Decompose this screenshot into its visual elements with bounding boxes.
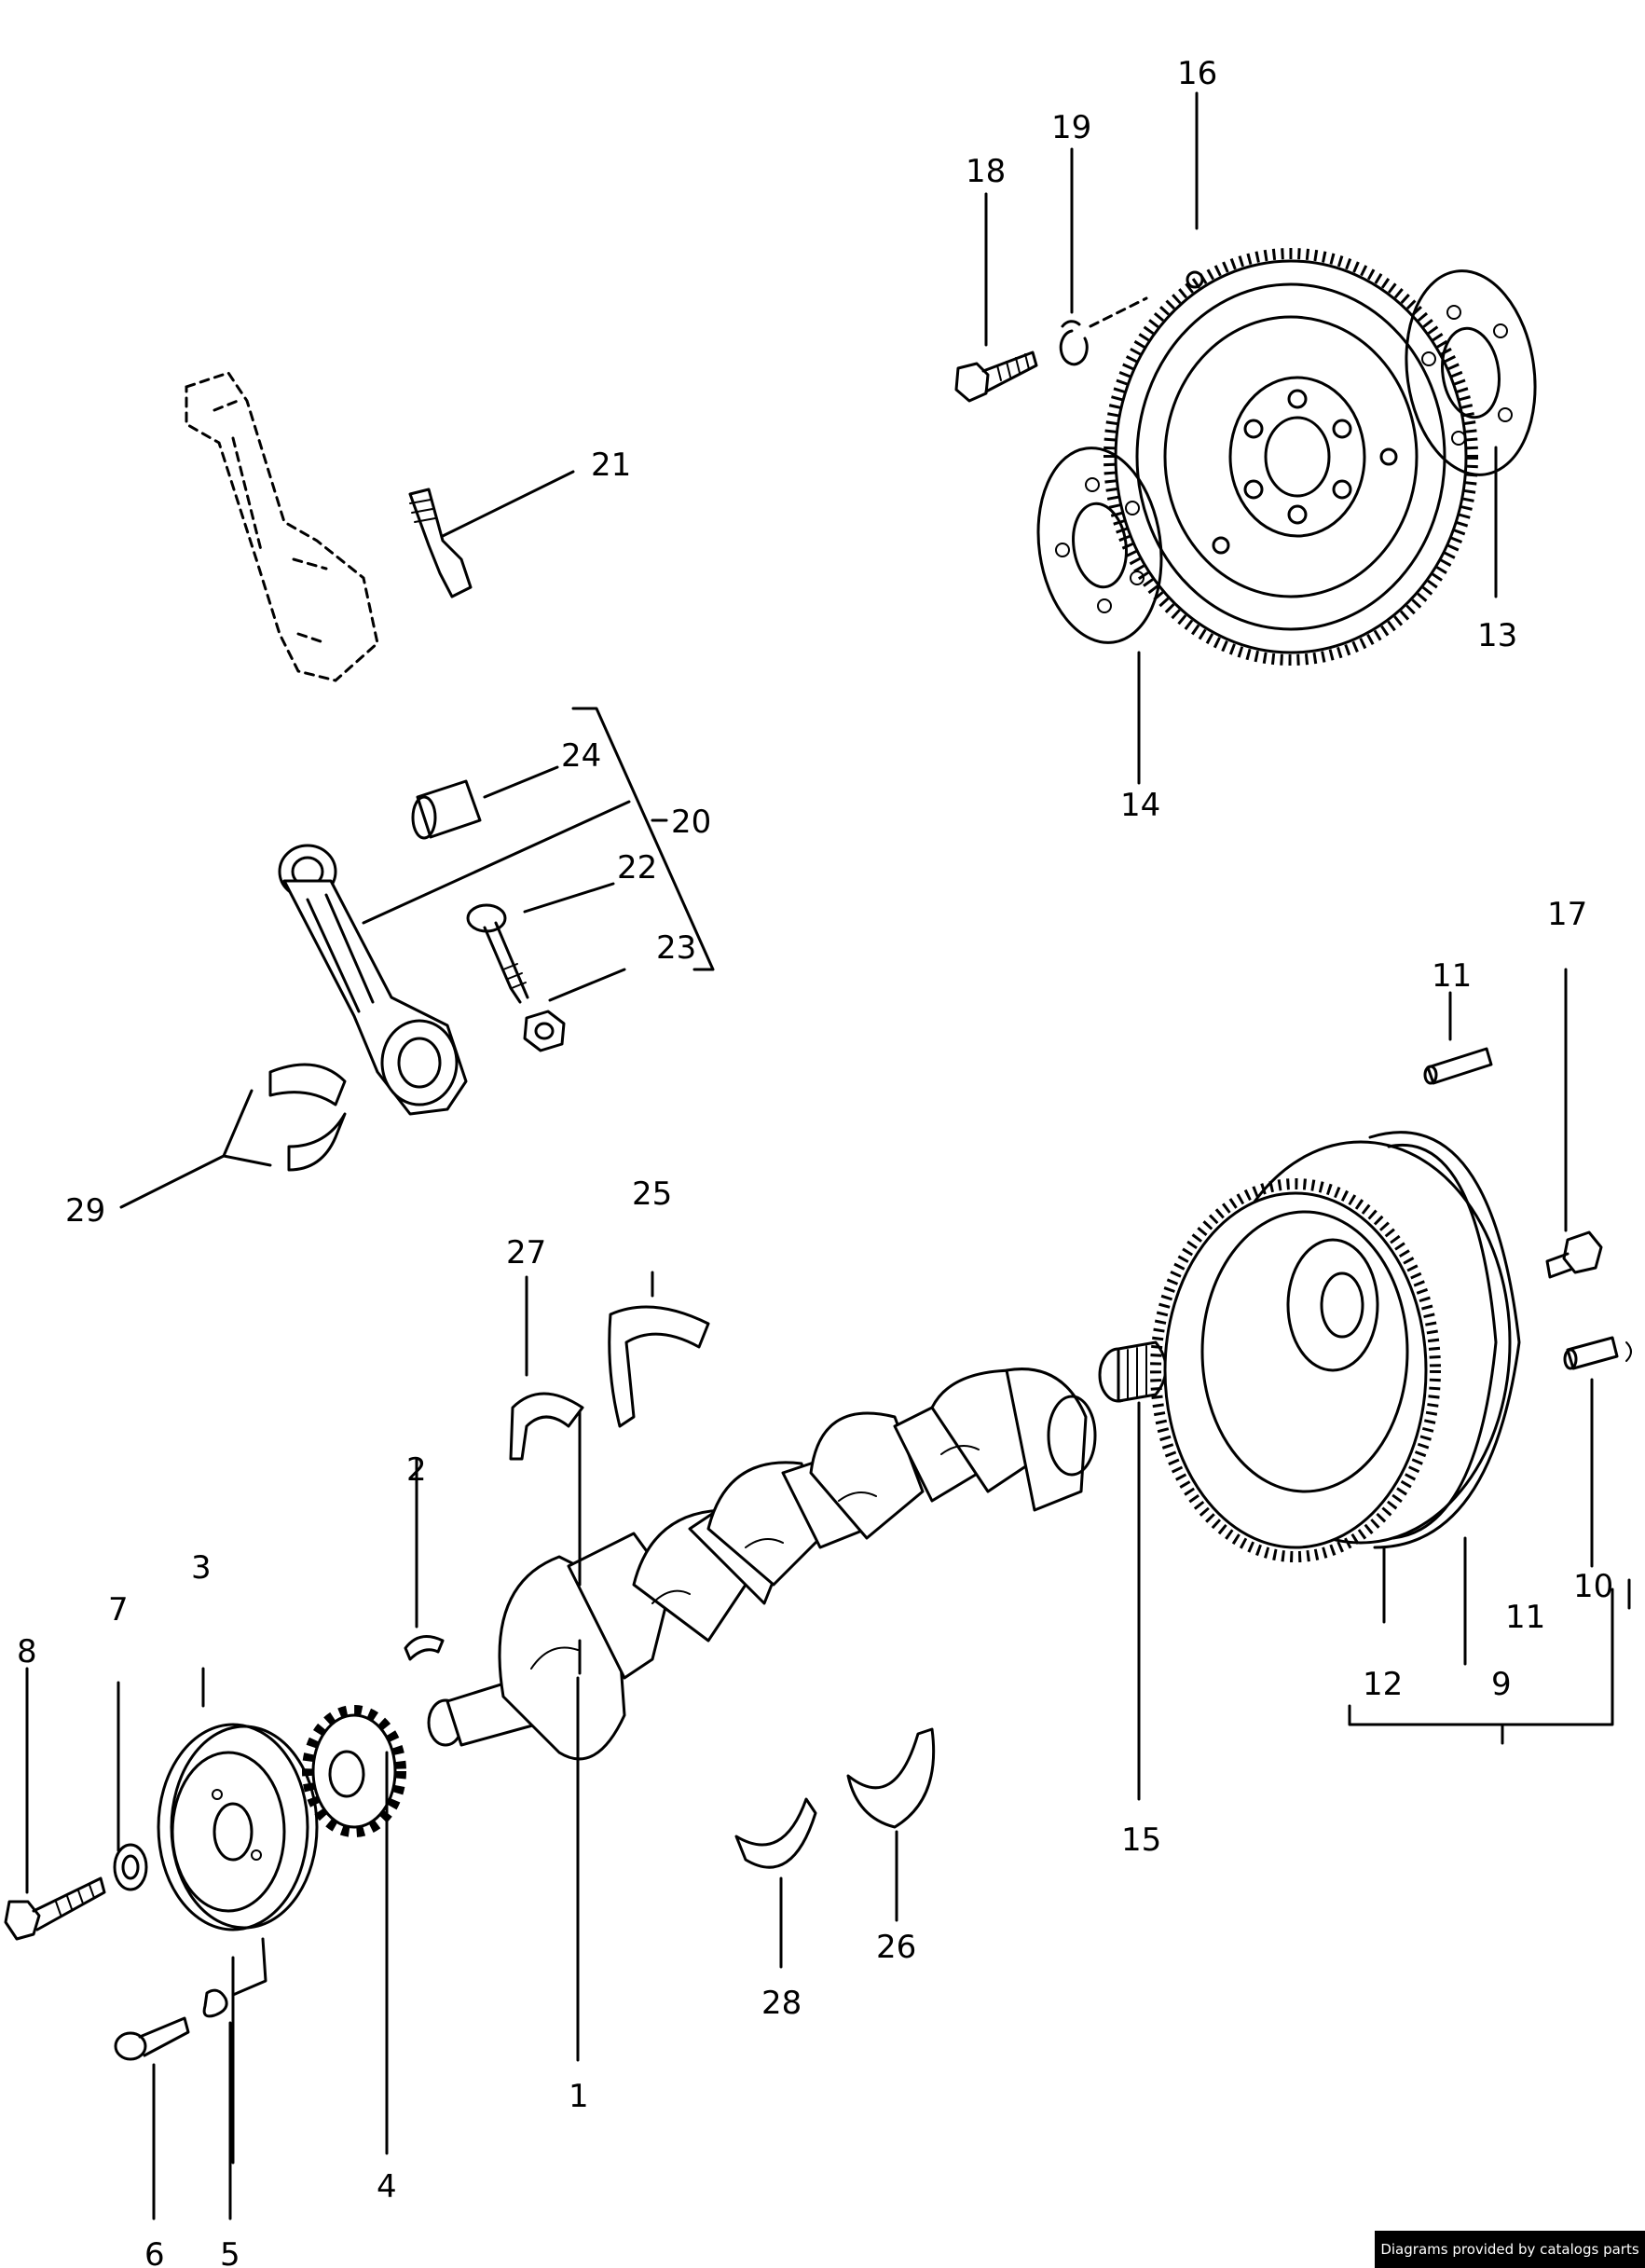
dowel-10 bbox=[1563, 1336, 1619, 1370]
callout-21: 21 bbox=[591, 447, 631, 484]
callout-3: 3 bbox=[191, 1549, 212, 1587]
callout-19: 19 bbox=[1051, 109, 1091, 146]
callout-23: 23 bbox=[656, 929, 696, 967]
pulley-3 bbox=[157, 1723, 319, 1931]
callout-24: 24 bbox=[561, 737, 601, 775]
callout-4: 4 bbox=[377, 2168, 397, 2206]
flywheel-9 bbox=[1150, 1131, 1521, 1562]
callout-9: 9 bbox=[1491, 1666, 1512, 1703]
callout-6: 6 bbox=[144, 2236, 165, 2268]
callout-10: 10 bbox=[1573, 1568, 1613, 1605]
woodruff-key-2 bbox=[404, 1635, 445, 1661]
washer-7 bbox=[113, 1843, 148, 1891]
connecting-rod-outline-21 bbox=[185, 371, 379, 682]
bearing-shells-29 bbox=[268, 1063, 347, 1172]
bolt-6 bbox=[114, 2016, 190, 2061]
spacer-5 bbox=[202, 1988, 228, 2018]
callout-14: 14 bbox=[1120, 787, 1160, 824]
credit-badge: Diagrams provided by catalogs parts bbox=[1375, 2231, 1645, 2268]
connecting-rod-20 bbox=[278, 844, 468, 1116]
callout-11-top: 11 bbox=[1432, 957, 1472, 995]
crankshaft-1 bbox=[427, 1368, 1097, 1761]
bearing-shell-27 bbox=[509, 1392, 584, 1461]
bearing-shell-28 bbox=[734, 1797, 817, 1869]
callout-17: 17 bbox=[1547, 896, 1587, 933]
bolt-22 bbox=[466, 903, 529, 1004]
pin-11 bbox=[1423, 1047, 1493, 1085]
callout-8: 8 bbox=[17, 1633, 37, 1670]
washer-plate-13 bbox=[1405, 269, 1537, 476]
callout-16: 16 bbox=[1177, 55, 1217, 92]
washer-plate-14 bbox=[1036, 447, 1163, 644]
callout-2: 2 bbox=[406, 1451, 427, 1489]
nut-23 bbox=[523, 1010, 566, 1052]
bolt-17 bbox=[1545, 1230, 1603, 1279]
callout-11-bottom: 11 bbox=[1505, 1599, 1545, 1636]
leader-lines bbox=[25, 91, 1632, 2220]
callout-29: 29 bbox=[65, 1192, 105, 1230]
callout-labels: 1 2 3 4 5 6 7 8 9 10 11 11 12 13 14 15 1… bbox=[17, 55, 1613, 2268]
lock-washer-19 bbox=[1059, 296, 1148, 366]
callout-12: 12 bbox=[1363, 1666, 1403, 1703]
callout-7: 7 bbox=[108, 1591, 129, 1629]
callout-5: 5 bbox=[220, 2236, 240, 2268]
thrust-bearing-25 bbox=[608, 1305, 710, 1428]
callout-26: 26 bbox=[876, 1929, 916, 1966]
callout-27: 27 bbox=[506, 1234, 546, 1271]
callout-20: 20 bbox=[671, 804, 711, 841]
callout-1: 1 bbox=[569, 2078, 589, 2115]
bolt-21 bbox=[408, 488, 473, 598]
sprocket-4 bbox=[302, 1705, 406, 1837]
thrust-bearing-26 bbox=[846, 1727, 936, 1829]
bolt-18 bbox=[954, 351, 1038, 403]
bolt-8 bbox=[4, 1876, 106, 1941]
callout-13: 13 bbox=[1477, 617, 1517, 654]
drive-plate-16 bbox=[1104, 248, 1478, 666]
callout-25: 25 bbox=[632, 1175, 672, 1213]
bushing-24 bbox=[411, 779, 482, 840]
callout-15: 15 bbox=[1121, 1821, 1161, 1859]
callout-28: 28 bbox=[761, 1985, 802, 2022]
callout-18: 18 bbox=[966, 153, 1006, 190]
callout-22: 22 bbox=[617, 849, 657, 887]
